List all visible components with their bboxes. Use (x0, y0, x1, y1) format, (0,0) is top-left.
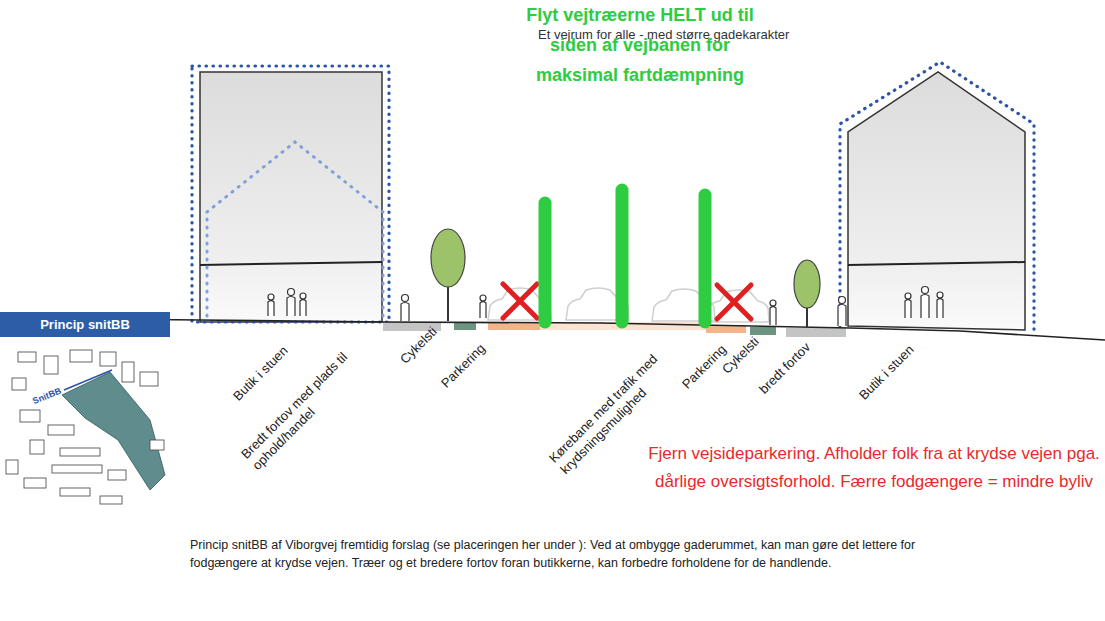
illustration-part (838, 305, 846, 327)
tag-text: Princip snitBB (40, 317, 130, 332)
illustration-part (717, 285, 751, 319)
illustration-part (402, 295, 409, 302)
left-building (192, 66, 389, 322)
illustration-part (839, 297, 846, 304)
illustration-part (18, 352, 36, 362)
people-figures (268, 287, 943, 327)
title-tag: Princip snitBB (0, 312, 170, 337)
illustration-part (24, 478, 46, 488)
illustration-part (100, 352, 116, 366)
proposal-note: Flyt vejtræerne HELT ud til siden af vej… (515, 0, 765, 90)
illustration-part (848, 72, 1025, 330)
figure-caption: Princip snitBB af Viborgvej fremtidig fo… (190, 536, 925, 572)
illustration-part (100, 496, 122, 504)
proposed-tree-bars (545, 190, 705, 322)
illustration-part (150, 440, 164, 450)
illustration-part (288, 289, 295, 296)
illustration-part (30, 440, 44, 454)
illustration-part (616, 190, 629, 322)
illustration-part (48, 425, 74, 435)
illustration-part (20, 410, 40, 422)
illustration-part (122, 362, 134, 382)
section-label: Bredt fortov med plads til ophold/handel (238, 331, 381, 474)
illustration-part (794, 260, 820, 308)
illustration-part (937, 292, 943, 298)
illustration-part (200, 72, 382, 322)
illustration-part (539, 203, 552, 322)
illustration-part (108, 470, 126, 480)
illustration-part (503, 284, 537, 318)
location-map (6, 350, 165, 504)
illustration-part (200, 262, 382, 265)
illustration-part (60, 448, 100, 456)
illustration-part (937, 299, 943, 319)
illustration-part (480, 302, 486, 319)
illustration-part (905, 293, 911, 299)
illustration-part (750, 327, 776, 335)
illustration-part (848, 262, 1025, 265)
section-label: bredt fortov (756, 339, 814, 397)
section-label: Parkering (438, 341, 489, 392)
map-section-label: SnitBB (30, 383, 64, 409)
illustration-part (770, 307, 776, 326)
illustration-part (52, 465, 102, 473)
illustration-part (12, 378, 26, 390)
illustration-part (300, 300, 306, 317)
illustration-part (140, 372, 158, 386)
illustration-part (840, 62, 1034, 331)
illustration-part (480, 295, 486, 301)
illustration-part (64, 370, 112, 390)
section-label: Butik i stuen (230, 343, 291, 404)
illustration-part (905, 300, 911, 319)
removal-note: Fjern vejsideparkering. Afholder folk fr… (645, 440, 1103, 496)
illustration-part (699, 195, 712, 322)
illustration-part (922, 287, 929, 294)
illustration-part (192, 66, 389, 322)
illustration-part (268, 301, 274, 317)
illustration-part (60, 488, 90, 496)
illustration-part (44, 356, 58, 374)
illustration-part (70, 350, 92, 362)
illustration-part (431, 229, 465, 287)
illustration-part (503, 284, 537, 318)
illustration-part (786, 328, 846, 337)
illustration-part (921, 295, 929, 319)
illustration-part (401, 303, 409, 322)
illustration-part (447, 285, 449, 321)
section-label: Butik i stuen (856, 342, 917, 403)
illustration-part (287, 297, 295, 317)
illustration-part (207, 142, 383, 316)
illustration-part (6, 460, 18, 474)
illustration-part (770, 300, 776, 306)
right-building (840, 62, 1034, 331)
illustration-part (300, 293, 306, 299)
illustration-part (268, 294, 274, 300)
illustration-part (717, 285, 751, 319)
